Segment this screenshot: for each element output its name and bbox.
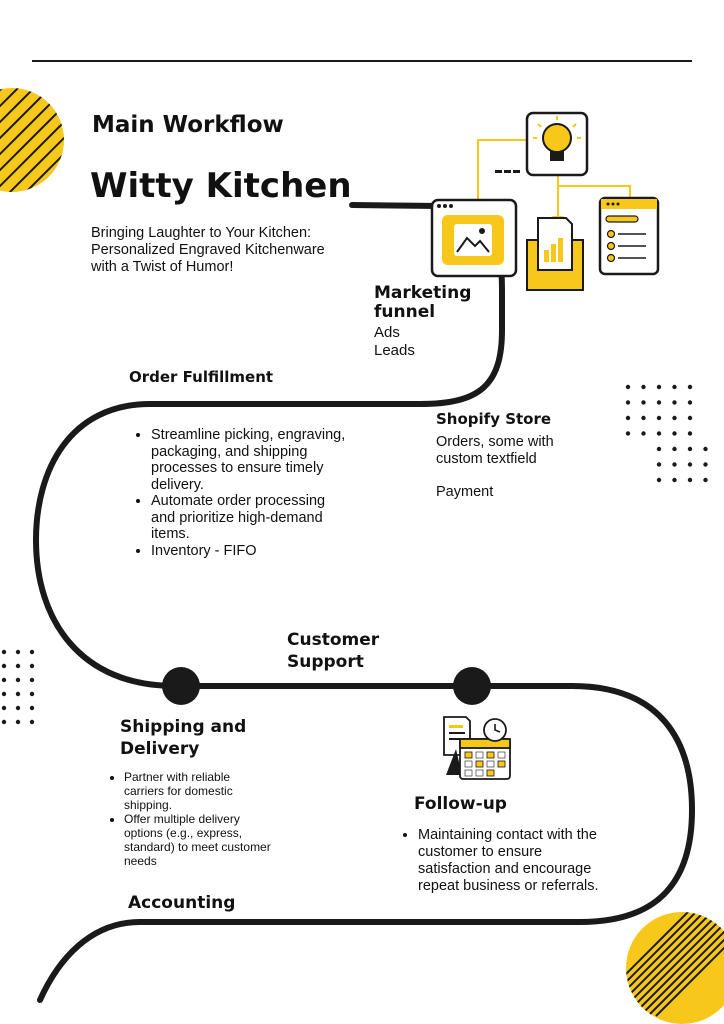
decor-dot <box>687 400 693 405</box>
decor-dot <box>641 400 646 405</box>
order-fulfillment-heading: Order Fulfillment <box>129 368 274 386</box>
image-window-icon <box>430 198 518 278</box>
decor-dot <box>672 462 677 467</box>
decor-dot <box>672 400 677 405</box>
decor-dot <box>625 415 631 421</box>
decor-dot <box>29 663 35 669</box>
decor-dot <box>687 431 693 436</box>
decor-dot <box>656 431 662 436</box>
marketing-funnel-heading: Marketing funnel <box>374 283 472 322</box>
decor-dot <box>641 431 646 436</box>
decor-dot <box>656 415 662 421</box>
decor-dot <box>15 719 21 725</box>
decor-dot <box>656 446 662 452</box>
decor-dot <box>672 446 677 452</box>
list-item: Maintaining contact with the customer to… <box>418 827 608 895</box>
follow-up-heading: Follow-up <box>414 794 507 814</box>
decor-dot <box>29 677 35 683</box>
road-node-left <box>162 667 200 705</box>
decor-dot <box>672 384 677 390</box>
decor-dot <box>1 677 7 683</box>
dot-grid-left <box>1 649 35 725</box>
decor-dot <box>1 691 7 697</box>
tagline: Bringing Laughter to Your Kitchen: Perso… <box>91 225 325 275</box>
page-subtitle: Main Workflow <box>92 112 284 138</box>
list-item: Partner with reliable carriers for domes… <box>124 770 272 812</box>
decor-dot <box>687 462 693 467</box>
list-item: Offer multiple delivery options (e.g., e… <box>124 812 272 868</box>
decor-dot <box>29 705 35 711</box>
decor-dot <box>625 400 631 405</box>
top-rule <box>32 60 692 62</box>
decor-dot <box>687 477 693 483</box>
decor-dot <box>672 415 677 421</box>
decor-dot <box>703 462 708 467</box>
marketing-icons <box>430 111 660 291</box>
decor-dot <box>1 663 7 669</box>
decor-dot <box>656 462 662 467</box>
shipping-heading: Shipping and Delivery <box>120 717 247 759</box>
list-item: Streamline picking, engraving, packaging… <box>151 427 347 493</box>
lightbulb-icon <box>525 111 589 177</box>
document-chart-icon <box>526 217 584 291</box>
decor-dot <box>687 415 693 421</box>
decor-dot <box>687 384 693 390</box>
follow-up-list: Maintaining contact with the customer to… <box>400 827 608 895</box>
calendar-icon <box>443 716 511 780</box>
shopify-orders-text: Orders, some with custom textfield <box>436 434 554 467</box>
road-node-right <box>453 667 491 705</box>
shopify-store-heading: Shopify Store <box>436 410 552 428</box>
decor-dot <box>672 477 677 483</box>
list-item: Automate order processing and prioritize… <box>151 493 347 543</box>
decor-dot <box>29 649 35 655</box>
page-title: Witty Kitchen <box>90 166 352 206</box>
decor-dot <box>15 677 21 683</box>
decor-dot <box>29 691 35 697</box>
decor-dot <box>29 719 35 725</box>
decor-dot <box>625 384 631 390</box>
decor-dot <box>15 705 21 711</box>
decor-dot <box>703 477 708 483</box>
decor-dot <box>656 400 662 405</box>
decor-dot <box>1 649 7 655</box>
order-fulfillment-list: Streamline picking, engraving, packaging… <box>133 427 347 559</box>
dot-grid-right <box>625 384 708 483</box>
decor-dot <box>625 431 631 436</box>
decor-dot <box>656 477 662 483</box>
shopify-payment-text: Payment <box>436 484 494 500</box>
marketing-item-leads: Leads <box>374 342 415 359</box>
customer-support-heading: Customer Support <box>287 630 380 672</box>
decor-dot <box>15 649 21 655</box>
checklist-window-icon <box>598 196 660 276</box>
marketing-item-ads: Ads <box>374 324 400 341</box>
decor-dot <box>672 431 677 436</box>
decor-dot <box>1 719 7 725</box>
shipping-list: Partner with reliable carriers for domes… <box>106 770 272 868</box>
decor-dot <box>1 705 7 711</box>
decor-dot <box>641 384 646 390</box>
decor-dot <box>656 384 662 390</box>
decor-dot <box>15 663 21 669</box>
decor-dot <box>687 446 693 452</box>
accounting-heading: Accounting <box>128 893 236 913</box>
yellow-circle-top-left <box>0 88 64 192</box>
decor-dot <box>703 446 708 452</box>
decor-dot <box>641 415 646 421</box>
list-item: Inventory - FIFO <box>151 543 347 560</box>
decor-dot <box>15 691 21 697</box>
